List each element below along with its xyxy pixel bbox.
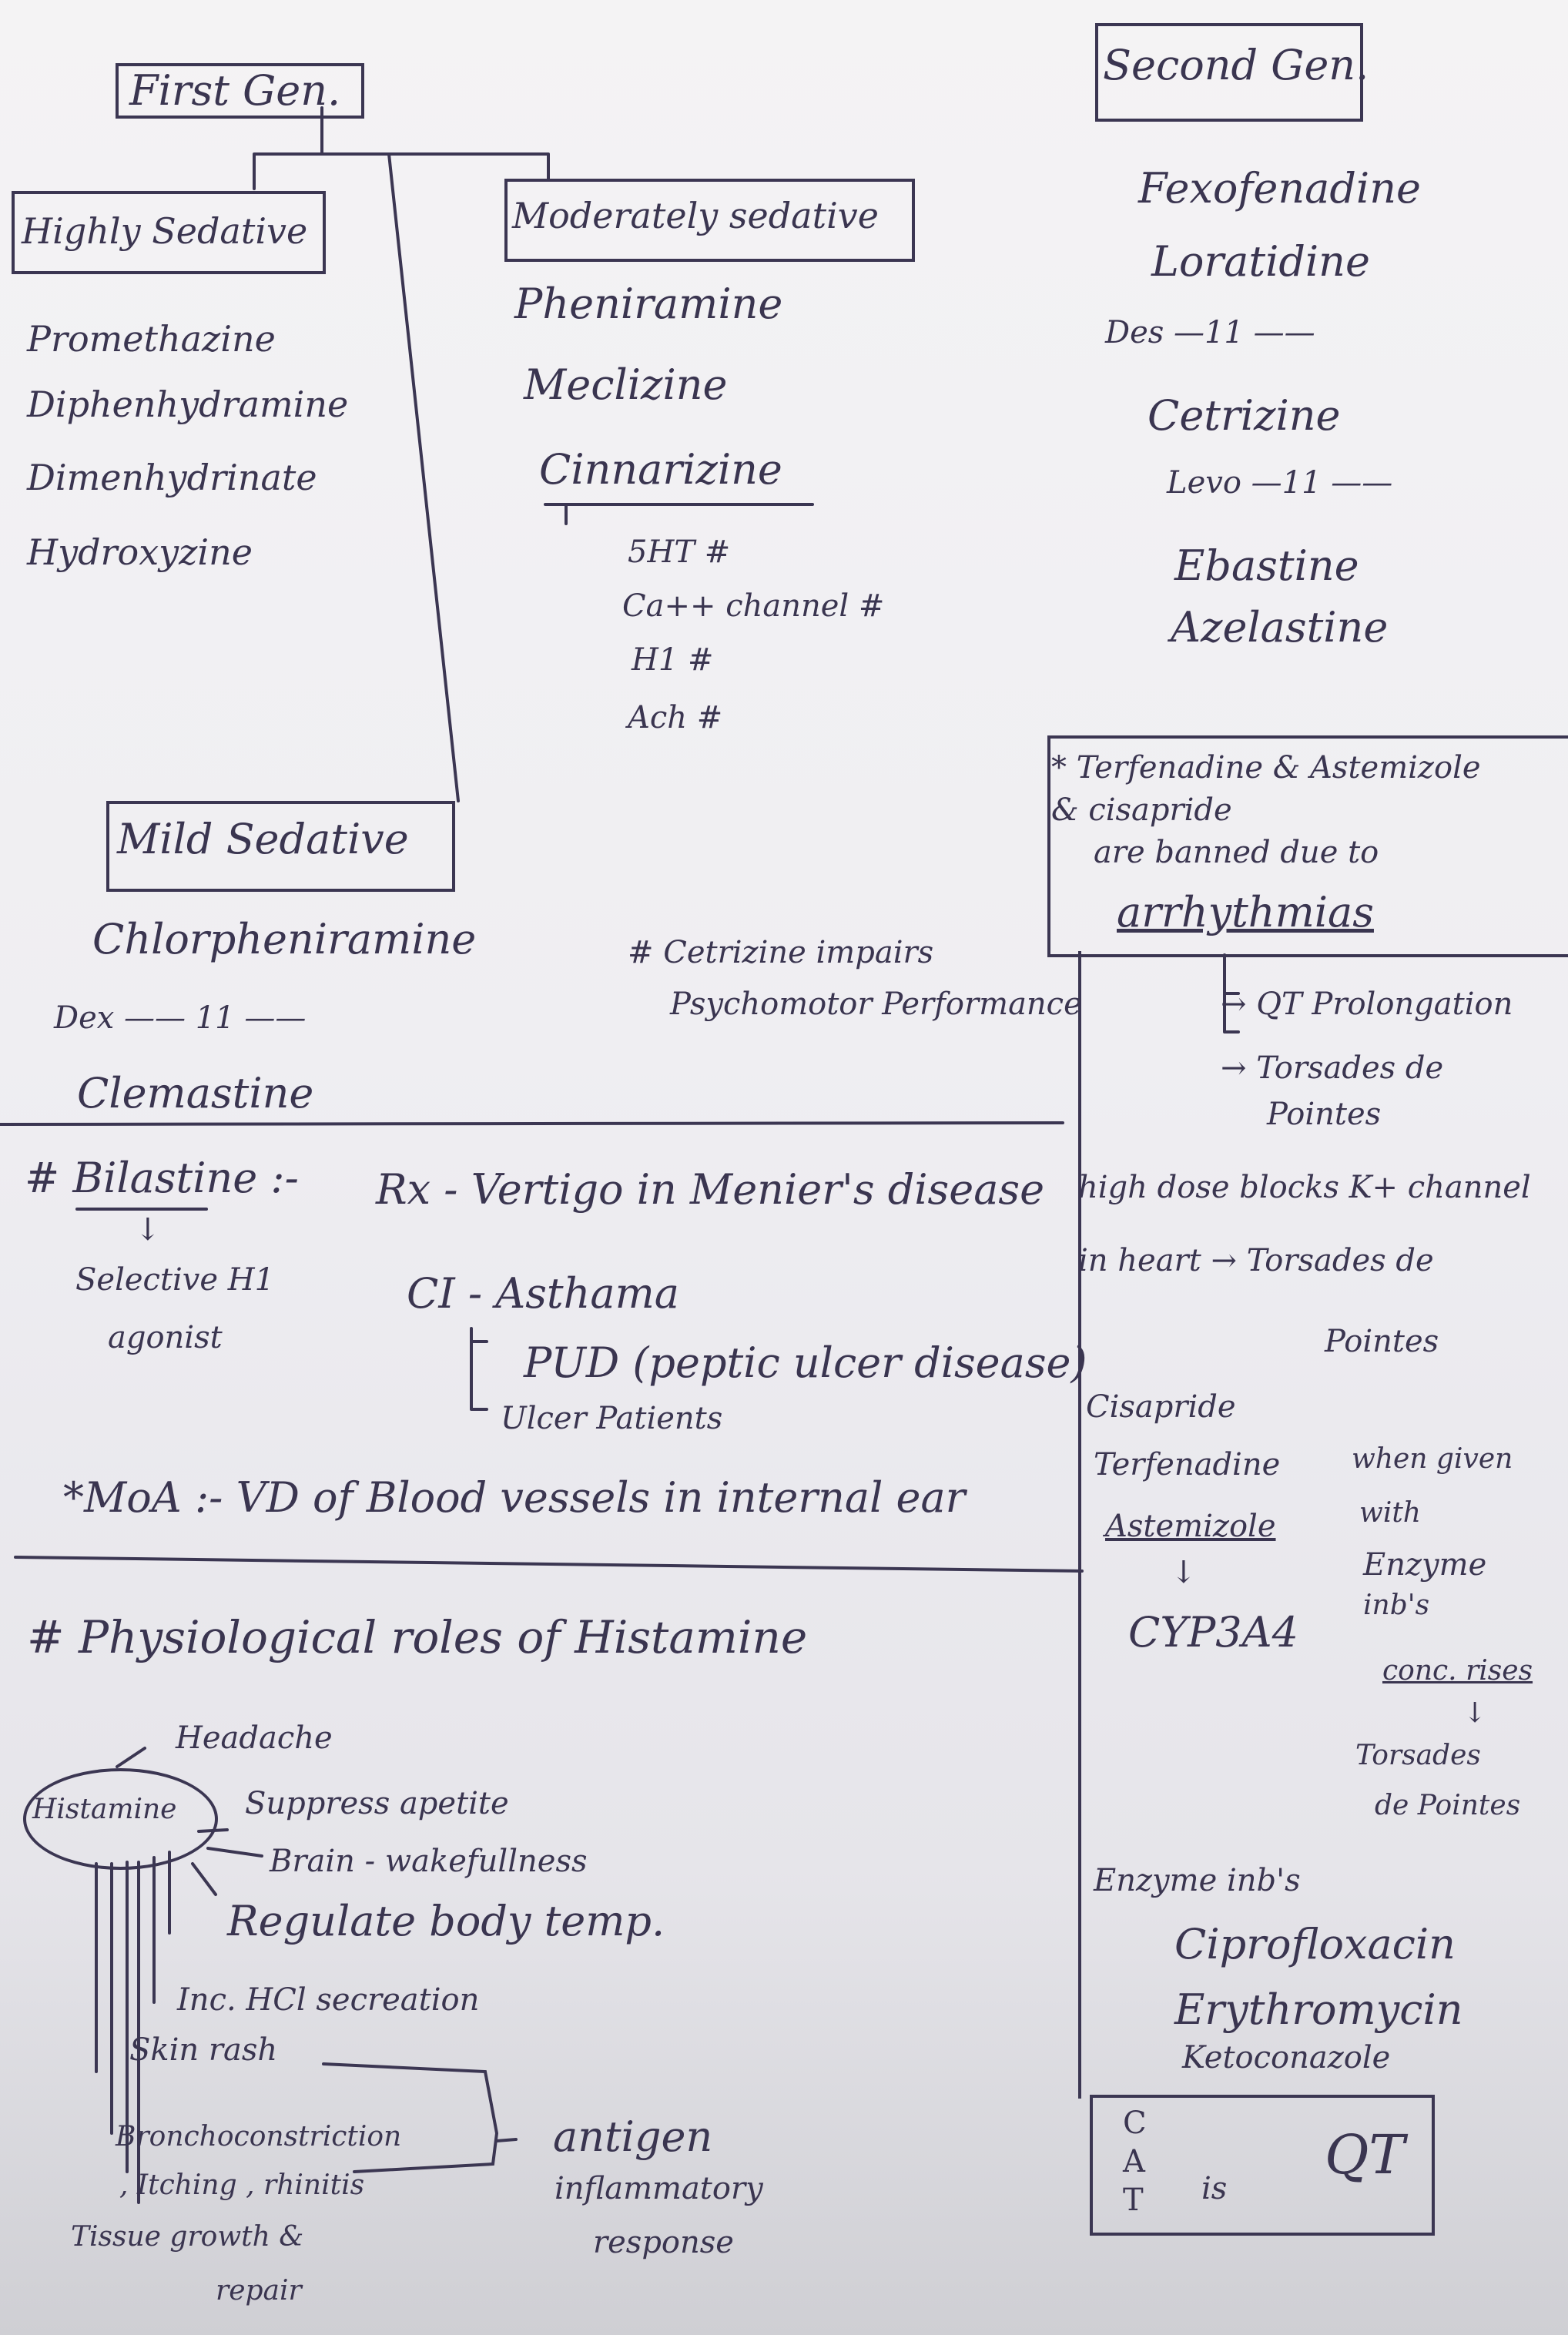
moderately-sedative-box [504, 179, 915, 262]
second-gen-item: Des —11 —— [1105, 315, 1315, 350]
cyp3a4-label: CYP3A4 [1128, 1608, 1299, 1657]
histamine-role: repair [216, 2275, 302, 2307]
enzyme-inhibitors-heading: Enzyme inb's [1094, 1863, 1301, 1898]
enzyme-inhibitor: Ciprofloxacin [1174, 1920, 1456, 1968]
when-given-note: with [1359, 1497, 1421, 1529]
mild-sedative-heading: Mild Sedative [117, 815, 409, 863]
qt-prolongation: → QT Prolongation [1221, 987, 1513, 1022]
second-gen-item: Cetrizine [1148, 391, 1341, 440]
moderately-sedative-item: Meclizine [524, 360, 728, 409]
down-arrow: ↓ [135, 1212, 161, 1248]
physiology-heading: # Physiological roles of Histamine [27, 1611, 808, 1663]
first-gen-box [116, 63, 364, 119]
cat-box [1090, 2095, 1435, 2236]
when-given-note: Enzyme [1363, 1547, 1487, 1583]
mild-sedative-item: Dex —— 11 —— [54, 1000, 307, 1036]
mild-sedative-box [106, 801, 455, 892]
histamine-role: Regulate body temp. [227, 1897, 665, 1945]
cat-is: is [1201, 2171, 1228, 2206]
banned-note: * Terfenadine & Astemizole [1051, 750, 1481, 786]
enzyme-inhibitor: Ketoconazole [1182, 2040, 1391, 2075]
down-arrow: ↓ [1463, 1697, 1487, 1729]
moderately-sedative-item: Cinnarizine [539, 445, 782, 494]
bilastine-rx: Rx - Vertigo in Menier's disease [376, 1165, 1045, 1214]
high-dose-note: Pointes [1325, 1324, 1439, 1359]
histamine-role: Tissue growth & [71, 2221, 304, 2253]
interacting-drug: Cisapride [1086, 1389, 1236, 1425]
bilastine-ci-pud: PUD (peptic ulcer disease) [524, 1338, 1087, 1387]
torsades-effect: → Torsades de [1221, 1050, 1444, 1086]
bilastine-heading: # Bilastine :- [25, 1154, 299, 1202]
conc-rises: conc. rises [1382, 1655, 1533, 1687]
histamine-role: Inc. HCl secreation [177, 1982, 480, 2018]
mild-sedative-item: Clemastine [77, 1069, 314, 1117]
cinnarizine-action: Ach # [628, 700, 723, 735]
cat-letter: A [1123, 2144, 1145, 2179]
cat-letter: C [1123, 2106, 1147, 2141]
bilastine-ci: CI - Asthama [407, 1269, 680, 1318]
bilastine-ci-ulcer: Ulcer Patients [501, 1401, 723, 1436]
cetirizine-note: # Cetrizine impairs [628, 935, 934, 970]
histamine-center: Histamine [32, 1794, 177, 1825]
banned-note: & cisapride [1051, 792, 1232, 828]
bilastine-desc: agonist [108, 1320, 223, 1355]
enzyme-inhibitor: Erythromycin [1174, 1985, 1463, 2034]
when-given-note: when given [1352, 1443, 1513, 1475]
interacting-drug: Terfenadine [1094, 1447, 1281, 1482]
cinnarizine-action: 5HT # [628, 534, 731, 570]
first-gen-heading: First Gen. [129, 66, 341, 115]
cetirizine-note: Psychomotor Performance [670, 987, 1082, 1022]
cat-qt: QT [1325, 2123, 1406, 2186]
antigen-response: inflammatory [554, 2171, 763, 2206]
moderately-sedative-item: Pheniramine [514, 280, 783, 328]
down-arrow: ↓ [1171, 1555, 1197, 1590]
second-gen-box [1095, 23, 1363, 122]
banned-note-arrhythmias: arrhythmias [1117, 888, 1374, 936]
second-gen-item: Levo —11 —— [1167, 465, 1393, 501]
histamine-oval [23, 1768, 218, 1870]
highly-sedative-item: Dimenhydrinate [27, 457, 317, 498]
high-dose-note: high dose blocks K+ channel [1078, 1170, 1531, 1205]
high-dose-note: in heart → Torsades de [1078, 1243, 1434, 1278]
antigen-response: response [593, 2225, 734, 2260]
histamine-role: Bronchoconstriction [116, 2121, 402, 2152]
second-gen-item: Loratidine [1151, 237, 1370, 286]
antigen-response: antigen [553, 2112, 713, 2161]
cat-letter: T [1123, 2183, 1144, 2218]
highly-sedative-item: Promethazine [27, 318, 276, 360]
torsades-result: de Pointes [1375, 1790, 1521, 1821]
highly-sedative-heading: Highly Sedative [22, 210, 308, 252]
highly-sedative-item: Hydroxyzine [27, 531, 253, 573]
interacting-drug: Astemizole [1105, 1509, 1276, 1544]
torsades-effect: Pointes [1267, 1097, 1382, 1132]
highly-sedative-box [12, 191, 326, 274]
histamine-role: , Itching , rhinitis [119, 2169, 365, 2201]
moderately-sedative-heading: Moderately sedative [512, 195, 879, 236]
mild-sedative-item: Chlorpheniramine [92, 915, 477, 963]
when-given-note: inb's [1363, 1590, 1430, 1621]
bilastine-desc: Selective H1 [75, 1262, 275, 1298]
torsades-result: Torsades [1355, 1740, 1481, 1771]
banned-note-box [1047, 735, 1568, 957]
second-gen-item: Ebastine [1174, 541, 1359, 590]
second-gen-heading: Second Gen. [1103, 41, 1369, 89]
histamine-role: Brain - wakefullness [270, 1844, 588, 1879]
second-gen-item: Azelastine [1171, 603, 1389, 652]
banned-note: are banned due to [1094, 835, 1379, 870]
histamine-role: Suppress apetite [245, 1786, 509, 1821]
cinnarizine-action: Ca++ channel # [622, 588, 885, 624]
second-gen-item: Fexofenadine [1138, 164, 1421, 213]
histamine-role: Headache [176, 1720, 333, 1756]
bilastine-moa: *MoA :- VD of Blood vessels in internal … [63, 1473, 966, 1522]
histamine-role: Skin rash [129, 2032, 278, 2068]
highly-sedative-item: Diphenhydramine [27, 384, 349, 425]
cinnarizine-action: H1 # [632, 642, 714, 678]
right-column-divider [1078, 951, 1081, 2099]
